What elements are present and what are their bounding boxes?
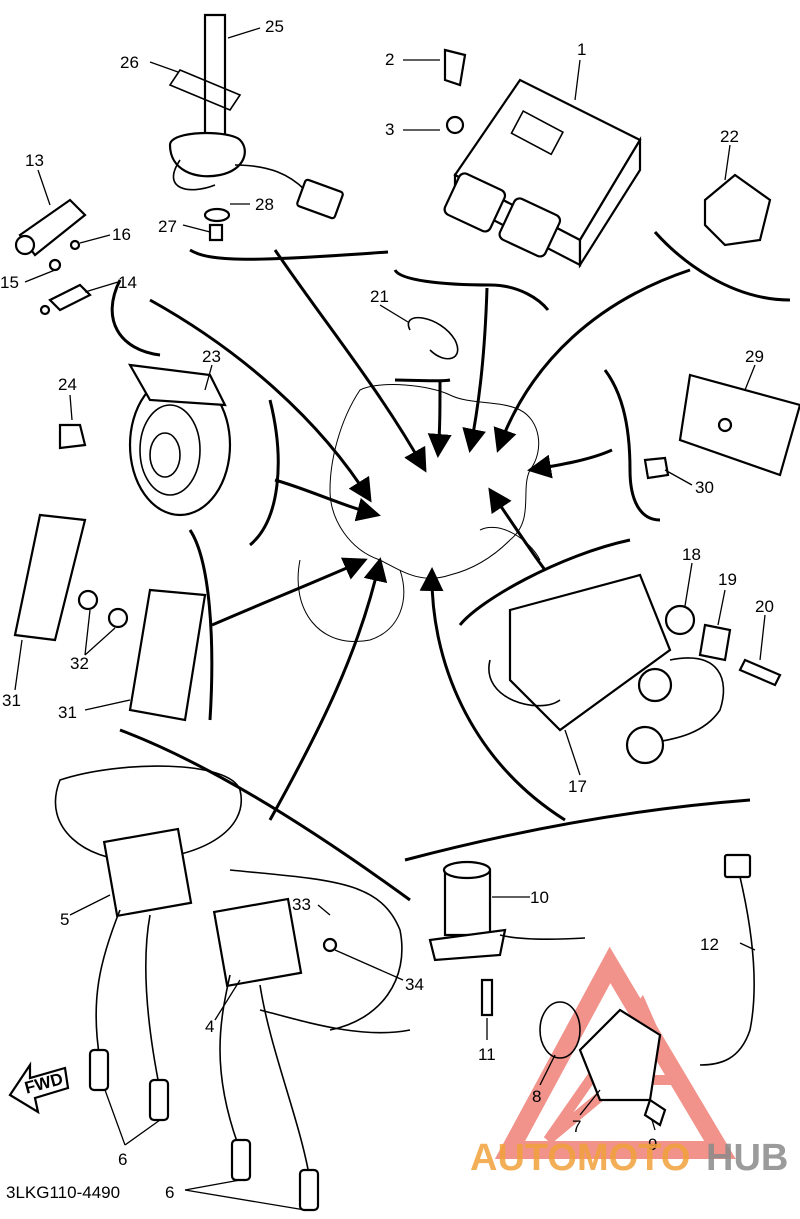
part-label-26: 26	[120, 53, 139, 72]
part-label-11: 11	[478, 1045, 496, 1064]
part-label-30: 30	[695, 478, 714, 497]
part-label-25: 25	[265, 17, 284, 36]
part-label-19: 19	[718, 570, 737, 589]
fuel-sender-assembly	[168, 13, 344, 242]
part-label-27: 27	[158, 217, 177, 236]
part-label-31b: 31	[58, 703, 77, 722]
part-label-33: 33	[292, 895, 311, 914]
part-label-6b: 6	[165, 1183, 174, 1202]
part-label-32: 32	[70, 654, 89, 673]
part-label-9: 9	[648, 1135, 657, 1154]
reflector-29	[643, 373, 800, 480]
part-label-5: 5	[60, 910, 69, 929]
part-label-13: 13	[25, 151, 44, 170]
part-label-16: 16	[112, 225, 131, 244]
ecu-unit	[443, 48, 642, 269]
part-label-29: 29	[745, 347, 764, 366]
part-labels: 1 2 3 4 5 6 6 7 8 9 10 11 12 13 14 15 16…	[0, 17, 774, 1202]
part-label-1: 1	[577, 40, 586, 59]
horn-23	[58, 363, 232, 517]
part-label-21: 21	[370, 287, 389, 306]
part-label-6a: 6	[118, 1150, 127, 1169]
ignition-coils	[54, 765, 411, 1212]
label-leaders	[14, 27, 766, 1211]
watermark-text: AUTOMOTO HUB	[470, 1137, 788, 1179]
part-label-17: 17	[568, 777, 587, 796]
part-label-20: 20	[755, 597, 774, 616]
part-label-15: 15	[0, 273, 19, 292]
part-label-10: 10	[530, 888, 549, 907]
reflectors-31	[13, 513, 207, 722]
pickup-assembly-17	[488, 573, 782, 765]
part-label-4: 4	[205, 1017, 214, 1036]
part-label-2: 2	[385, 50, 394, 69]
relay-22	[703, 173, 772, 247]
part-label-8: 8	[532, 1087, 541, 1106]
watermark-prefix: AUTOMOTO	[470, 1137, 690, 1179]
part-label-34: 34	[405, 975, 424, 994]
frame-outline	[297, 384, 541, 642]
part-label-31a: 31	[2, 691, 21, 710]
part-label-14: 14	[118, 273, 137, 292]
diagram-code: 3LKG110-4490	[6, 1183, 120, 1202]
part-label-23: 23	[202, 347, 221, 366]
switches-13-16	[14, 198, 92, 316]
part-label-18: 18	[682, 545, 701, 564]
part-label-12: 12	[700, 935, 719, 954]
part-label-3: 3	[385, 120, 394, 139]
part-label-22: 22	[720, 127, 739, 146]
forward-arrow-icon: FWD	[8, 1061, 70, 1115]
sensor-assembly-7-12	[428, 853, 755, 1127]
clip-21	[407, 316, 459, 360]
watermark-suffix: HUB	[706, 1137, 788, 1179]
part-label-24: 24	[58, 375, 77, 394]
part-label-7: 7	[572, 1117, 581, 1136]
region-leaders	[110, 231, 791, 902]
part-label-28: 28	[255, 195, 274, 214]
